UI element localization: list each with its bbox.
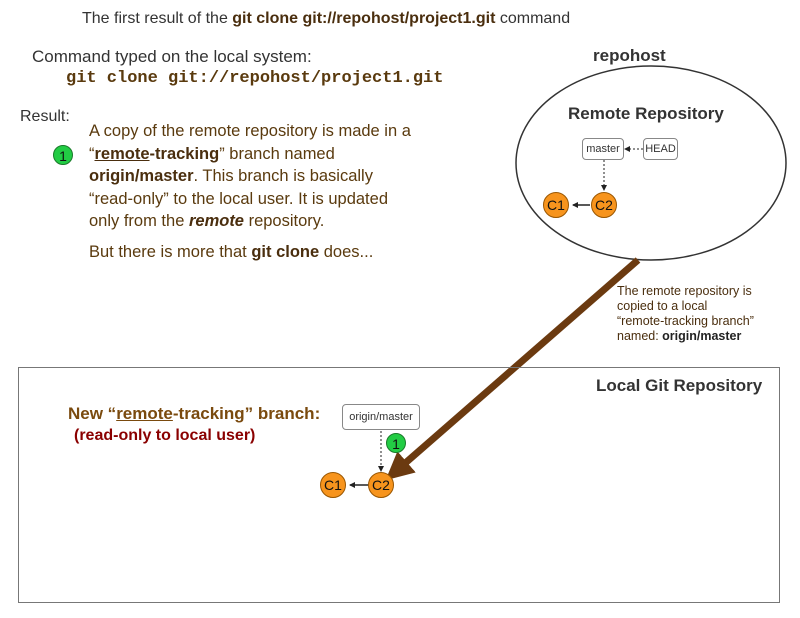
result-line-3: origin/master. This branch is basically (89, 167, 373, 185)
step-marker-1-local: 1 (386, 433, 406, 453)
command-text: git clone git://repohost/project1.git (66, 69, 444, 88)
command-label: Command typed on the local system: (32, 47, 312, 66)
remote-commit-c2: C2 (591, 192, 617, 218)
remote-repository-title: Remote Repository (568, 104, 724, 123)
result-line-5: only from the remote repository. (89, 212, 325, 230)
head-pointer-label: HEAD (643, 138, 678, 160)
copy-note: The remote repository is copied to a loc… (617, 284, 754, 343)
local-repository-title: Local Git Repository (596, 376, 763, 395)
origin-master-label: origin/master (342, 404, 420, 430)
title-command: git clone git://repohost/project1.git (232, 10, 496, 27)
title-prefix: The first result of the (82, 10, 233, 27)
result-description: A copy of the remote repository is made … (89, 120, 469, 233)
repohost-label: repohost (593, 46, 666, 65)
branch-name: origin/master (89, 167, 194, 185)
copy-arrow (385, 257, 641, 481)
more-note: But there is more that git clone does... (89, 243, 374, 261)
new-branch-label: New “remote-tracking” branch: (68, 404, 321, 423)
local-repository-box (18, 367, 780, 603)
readonly-note: (read-only to local user) (74, 427, 256, 444)
result-line-2: “remote-tracking” branch named (89, 144, 335, 163)
master-branch-label: master (582, 138, 624, 160)
remote-commit-c1: C1 (543, 192, 569, 218)
result-line-1: A copy of the remote repository is made … (89, 122, 411, 140)
remote-repository-ellipse (515, 65, 787, 261)
result-line-4: “read-only” to the local user. It is upd… (89, 189, 388, 208)
diagram-title: The first result of the git clone git://… (82, 10, 570, 28)
local-commit-c2: C2 (368, 472, 394, 498)
title-suffix: command (495, 10, 571, 27)
step-marker-1: 1 (53, 145, 73, 165)
local-commit-c1: C1 (320, 472, 346, 498)
result-label: Result: (20, 108, 70, 125)
